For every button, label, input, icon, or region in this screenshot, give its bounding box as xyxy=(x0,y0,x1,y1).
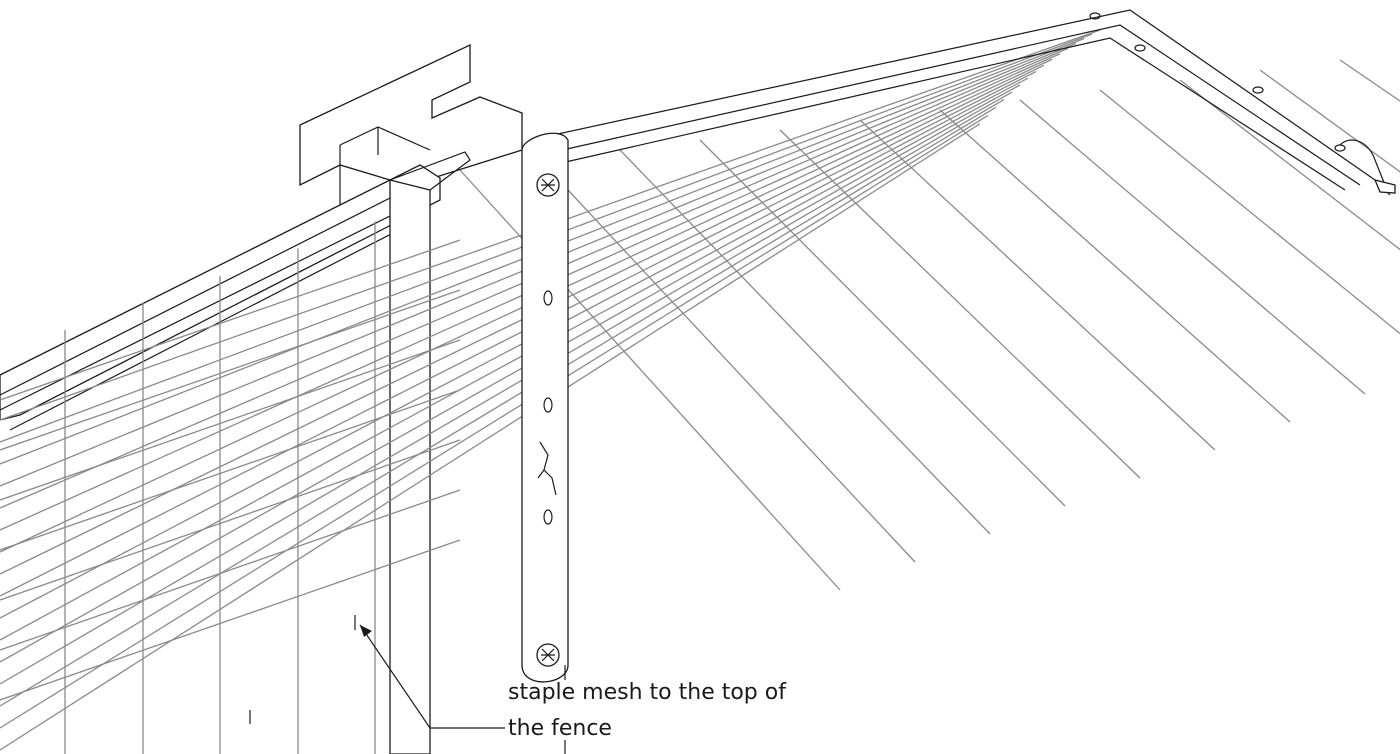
top-frame xyxy=(529,9,1396,196)
fence-post-front xyxy=(389,151,471,754)
kangaroo-logo-icon xyxy=(537,441,557,496)
staples xyxy=(249,615,356,724)
annotation-text-line-1: staple mesh to the top of xyxy=(508,680,786,705)
annotation-text-line-2: the fence xyxy=(508,716,612,741)
annotation-leader xyxy=(359,624,566,754)
wire-mesh xyxy=(0,29,1400,754)
mounting-strap xyxy=(521,132,569,683)
